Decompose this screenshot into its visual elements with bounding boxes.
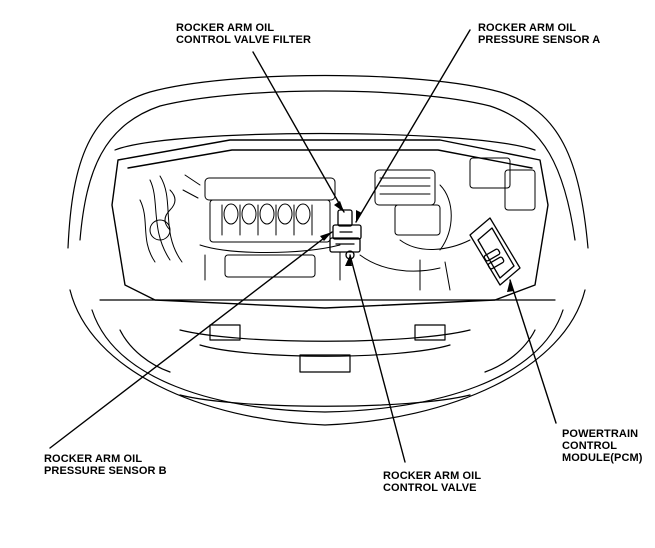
pcm-unit bbox=[469, 217, 521, 286]
label-sensor-a-line2: PRESSURE SENSOR A bbox=[478, 34, 601, 46]
label-pcm-line1: POWERTRAIN bbox=[562, 428, 639, 440]
leader-lines bbox=[49, 29, 557, 463]
right-side-components bbox=[359, 157, 536, 291]
label-sensor-a: ROCKER ARM OIL PRESSURE SENSOR A bbox=[478, 22, 600, 46]
label-control-valve-line2: CONTROL VALVE bbox=[383, 482, 477, 494]
label-pcm-line3: MODULE(PCM) bbox=[562, 452, 643, 464]
label-control-valve-line1: ROCKER ARM OIL bbox=[383, 470, 482, 482]
arrowhead-sensor-b bbox=[320, 232, 332, 241]
label-sensor-a-line1: ROCKER ARM OIL bbox=[478, 22, 577, 34]
arrowhead-control-valve bbox=[345, 255, 352, 266]
engine-block bbox=[139, 174, 341, 281]
arrowhead-valve-filter bbox=[334, 201, 344, 212]
hood-outline bbox=[67, 74, 589, 249]
leader-sensor-b bbox=[49, 231, 333, 449]
label-valve-filter: ROCKER ARM OIL CONTROL VALVE FILTER bbox=[176, 22, 311, 46]
label-control-valve: ROCKER ARM OIL CONTROL VALVE bbox=[383, 470, 481, 494]
arrowheads bbox=[320, 201, 514, 292]
front-bumper bbox=[69, 289, 586, 426]
arrowhead-pcm bbox=[507, 280, 514, 292]
leader-control-valve bbox=[349, 254, 406, 463]
label-pcm-line2: CONTROL bbox=[562, 440, 618, 452]
leader-pcm bbox=[509, 279, 557, 424]
label-valve-filter-line2: CONTROL VALVE FILTER bbox=[176, 34, 312, 46]
label-sensor-b-line1: ROCKER ARM OIL bbox=[44, 453, 143, 465]
leader-sensor-a bbox=[355, 29, 471, 223]
label-sensor-b-line2: PRESSURE SENSOR B bbox=[44, 465, 167, 477]
leader-valve-filter bbox=[252, 51, 345, 213]
arrowhead-sensor-a bbox=[356, 210, 362, 222]
label-pcm: POWERTRAIN CONTROL MODULE(PCM) bbox=[562, 428, 643, 464]
valve-assembly bbox=[329, 209, 362, 260]
label-sensor-b: ROCKER ARM OIL PRESSURE SENSOR B bbox=[44, 453, 167, 477]
label-valve-filter-line1: ROCKER ARM OIL bbox=[176, 22, 275, 34]
